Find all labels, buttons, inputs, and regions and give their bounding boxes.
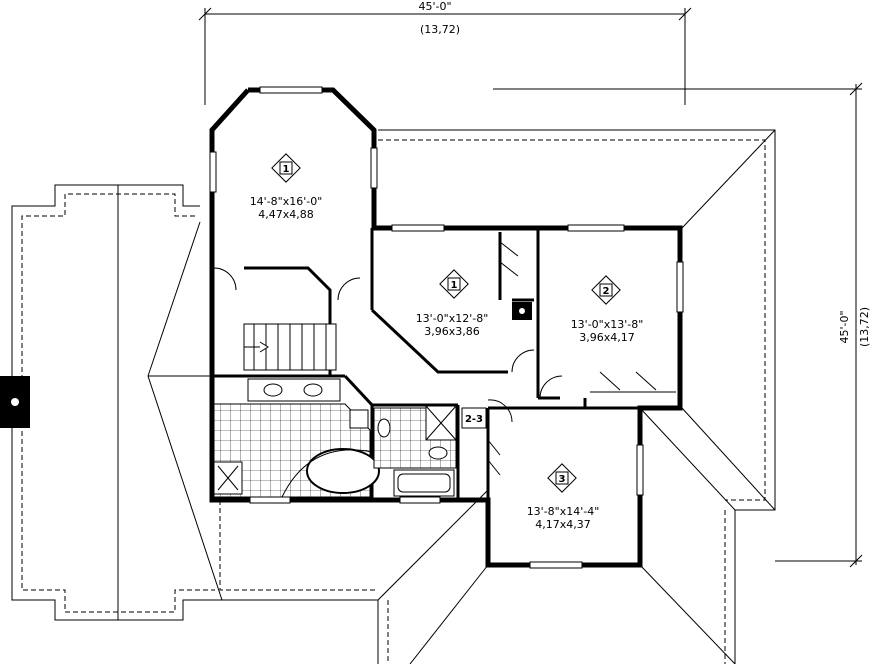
closet-post-dot — [519, 308, 525, 314]
right-dimension — [493, 82, 863, 568]
right-dimension-feet: 45'-0" — [838, 310, 851, 343]
right-roof — [378, 129, 776, 664]
top-dimension-feet: 45'-0" — [418, 0, 451, 13]
bathtub-2-inner — [397, 473, 451, 493]
room-a-tag: 1 — [283, 164, 290, 175]
room-c-size-imperial: 13'-0"x13'-8" — [571, 318, 644, 331]
windows — [209, 86, 684, 569]
toilet-tank — [349, 409, 369, 429]
room-d-size-imperial: 13'-8"x14'-4" — [527, 505, 600, 518]
room-label-b: 1 13'-0"x12'-8" 3,96x3,86 — [416, 269, 489, 338]
room-c-tag: 2 — [603, 286, 610, 297]
room-d-tag: 3 — [559, 474, 566, 485]
room-label-c: 2 13'-0"x13'-8" 3,96x4,17 — [571, 275, 644, 344]
vanity — [247, 378, 341, 402]
sink-left — [263, 383, 283, 397]
doors — [213, 241, 676, 476]
sink-right — [303, 383, 323, 397]
bathtub-deck — [281, 449, 373, 498]
room-a-size-metric: 4,47x4,88 — [258, 208, 314, 221]
bathtub — [306, 448, 380, 494]
bottom-roof — [219, 407, 736, 664]
chimney-vent — [11, 398, 19, 406]
room-d-size-metric: 4,17x4,37 — [535, 518, 591, 531]
linen-closet — [461, 407, 487, 429]
right-dimension-metric: (13,72) — [858, 307, 871, 347]
room-label-d: 3 13'-8"x14'-4" 4,17x4,37 — [527, 463, 600, 531]
interior-walls — [210, 228, 640, 500]
room-a-size-imperial: 14'-8"x16'-0" — [250, 195, 323, 208]
left-roof — [11, 184, 223, 621]
sink-2 — [428, 446, 448, 460]
room-c-size-metric: 3,96x4,17 — [579, 331, 635, 344]
room-b-size-metric: 3,96x3,86 — [424, 325, 480, 338]
top-dimension — [198, 7, 692, 105]
toilet-2 — [377, 418, 391, 438]
linen-closet-tag: 2-3 — [465, 414, 483, 425]
room-b-size-imperial: 13'-0"x12'-8" — [416, 312, 489, 325]
room-b-tag: 1 — [451, 280, 458, 291]
room-label-a: 1 14'-8"x16'-0" 4,47x4,88 — [250, 153, 323, 221]
shower-glass — [217, 465, 239, 491]
staircase — [243, 323, 337, 371]
top-dimension-metric: (13,72) — [420, 23, 460, 36]
shower-2-cross — [425, 405, 457, 441]
